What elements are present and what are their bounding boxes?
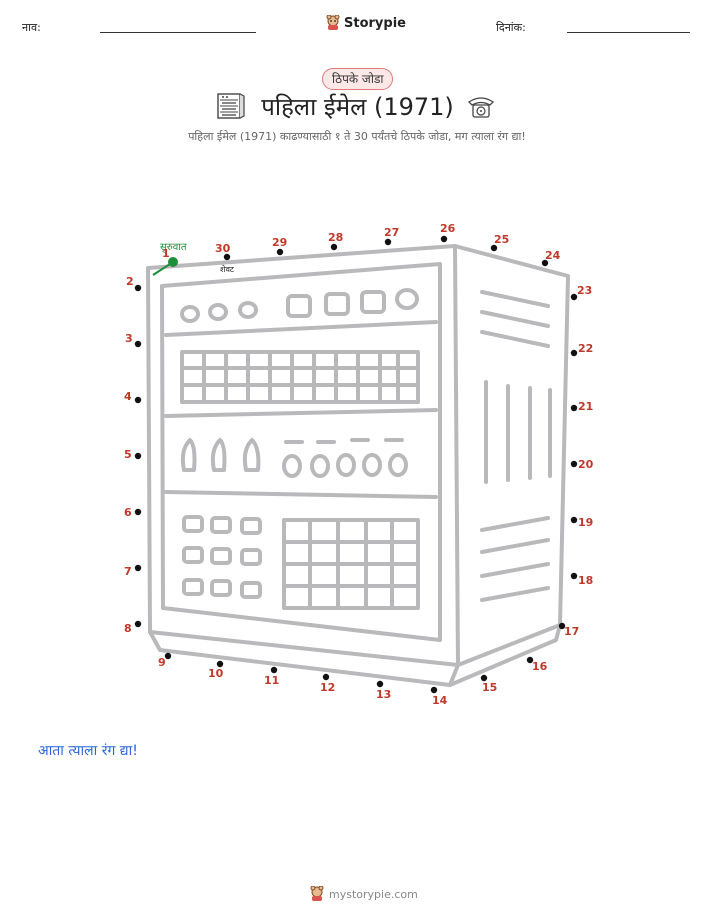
dot-label-2: 2 bbox=[126, 275, 134, 288]
dot-23 bbox=[570, 293, 578, 301]
dot-28 bbox=[330, 243, 338, 251]
dot-11 bbox=[270, 666, 278, 674]
dot-label-19: 19 bbox=[578, 516, 593, 529]
dot-label-27: 27 bbox=[384, 226, 399, 239]
dot-10 bbox=[216, 660, 224, 668]
dot-label-22: 22 bbox=[578, 342, 593, 355]
dot-2 bbox=[134, 284, 142, 292]
dot-label-24: 24 bbox=[545, 249, 561, 262]
start-arrow bbox=[152, 263, 171, 276]
dot-12 bbox=[322, 673, 330, 681]
dot-17 bbox=[558, 622, 566, 630]
mainframe-computer-icon bbox=[217, 93, 245, 119]
dot-22 bbox=[570, 349, 578, 357]
date-label: दिनांक: bbox=[496, 21, 526, 34]
dot-3 bbox=[134, 340, 142, 348]
dot-21 bbox=[570, 404, 578, 412]
instructions-text: पहिला ईमेल (1971) काढण्यासाठी १ ते 30 पर… bbox=[188, 130, 526, 143]
dot-label-17: 17 bbox=[564, 625, 579, 638]
dot-label-13: 13 bbox=[376, 688, 391, 701]
dot-label-10: 10 bbox=[208, 667, 224, 680]
dot-4 bbox=[134, 396, 142, 404]
page-title: पहिला ईमेल (1971) bbox=[261, 93, 454, 121]
activity-badge: ठिपके जोडा bbox=[322, 68, 394, 90]
dot-label-7: 7 bbox=[124, 565, 132, 578]
storypie-mascot-icon bbox=[326, 15, 340, 30]
dot-label-9: 9 bbox=[158, 656, 166, 669]
dot-label-21: 21 bbox=[578, 400, 593, 413]
color-it-prompt: आता त्याला रंग द्या! bbox=[38, 743, 138, 759]
start-label: सुरुवात bbox=[160, 242, 187, 253]
dot-9 bbox=[164, 652, 172, 660]
dot-26 bbox=[440, 235, 448, 243]
dot-label-3: 3 bbox=[125, 332, 133, 345]
dot-18 bbox=[570, 572, 578, 580]
dot-30 bbox=[223, 253, 231, 261]
footer-url[interactable]: mystorypie.com bbox=[329, 887, 418, 901]
brand-logo: Storypie bbox=[326, 15, 406, 31]
dot-label-15: 15 bbox=[482, 681, 497, 694]
name-label: नाव: bbox=[22, 21, 41, 34]
dot-15 bbox=[480, 674, 488, 682]
dot-label-26: 26 bbox=[440, 222, 456, 235]
dot-label-8: 8 bbox=[124, 622, 132, 635]
dot-19 bbox=[570, 516, 578, 524]
footer: mystorypie.com bbox=[310, 886, 418, 902]
dot-label-6: 6 bbox=[124, 506, 132, 519]
dot-20 bbox=[570, 460, 578, 468]
dot-6 bbox=[134, 508, 142, 516]
dot-24 bbox=[541, 259, 549, 267]
dot-13 bbox=[376, 680, 384, 688]
date-field-line[interactable] bbox=[567, 32, 690, 33]
dot-label-14: 14 bbox=[432, 694, 448, 707]
computer-outline bbox=[146, 244, 570, 687]
dot-8 bbox=[134, 620, 142, 628]
dot-1 bbox=[168, 257, 178, 267]
storypie-mascot-icon bbox=[310, 886, 324, 901]
dot-16 bbox=[526, 656, 534, 664]
dot-label-1: 1 bbox=[162, 247, 170, 260]
dot-5 bbox=[134, 452, 142, 460]
dot-label-30: 30 bbox=[215, 242, 231, 255]
dot-label-29: 29 bbox=[272, 236, 287, 249]
dot-label-12: 12 bbox=[320, 681, 335, 694]
brand-name: Storypie bbox=[344, 15, 406, 31]
dot-29 bbox=[276, 248, 284, 256]
dot-7 bbox=[134, 564, 142, 572]
dot-label-23: 23 bbox=[577, 284, 592, 297]
dot-label-20: 20 bbox=[578, 458, 594, 471]
dot-label-18: 18 bbox=[578, 574, 593, 587]
dot-label-28: 28 bbox=[328, 231, 343, 244]
dot-label-25: 25 bbox=[494, 233, 509, 246]
dot-label-5: 5 bbox=[124, 448, 132, 461]
dot-27 bbox=[384, 238, 392, 246]
dot-14 bbox=[430, 686, 438, 694]
dot-label-16: 16 bbox=[532, 660, 548, 673]
dot-label-4: 4 bbox=[124, 390, 132, 403]
telephone-icon bbox=[467, 97, 495, 118]
dot-25 bbox=[490, 244, 498, 252]
dot-label-11: 11 bbox=[264, 674, 279, 687]
end-label: शेवट bbox=[220, 264, 235, 274]
name-field-line[interactable] bbox=[100, 32, 256, 33]
